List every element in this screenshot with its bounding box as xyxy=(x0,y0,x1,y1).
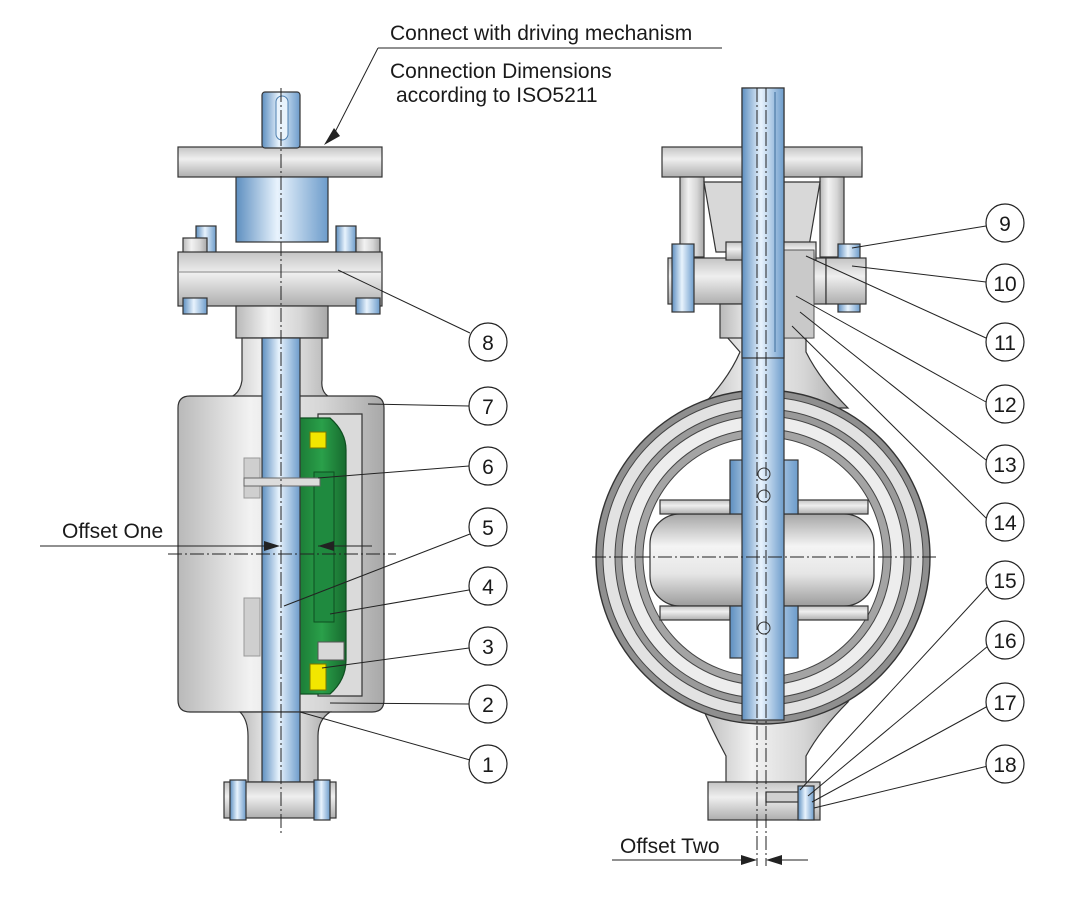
svg-text:1: 1 xyxy=(482,754,494,777)
callout-11: 11 xyxy=(985,322,1025,362)
svg-text:11: 11 xyxy=(994,332,1016,355)
offset-two-annotation: Offset Two xyxy=(612,835,808,865)
svg-text:2: 2 xyxy=(482,694,494,717)
seal-lower xyxy=(309,663,327,691)
svg-text:4: 4 xyxy=(482,576,494,599)
callout-18: 18 xyxy=(985,744,1025,784)
callout-4: 4 xyxy=(468,566,508,606)
callout-9: 9 xyxy=(985,203,1025,243)
seal-upper xyxy=(309,431,327,449)
svg-text:14: 14 xyxy=(993,512,1017,535)
svg-text:6: 6 xyxy=(482,456,494,479)
callout-15: 15 xyxy=(985,560,1025,600)
right-front-view xyxy=(592,87,936,866)
svg-text:5: 5 xyxy=(482,517,494,540)
connection-dims-line1: Connection Dimensions xyxy=(390,60,612,83)
svg-text:9: 9 xyxy=(999,213,1011,236)
top-mounting-flange xyxy=(177,146,383,178)
svg-text:10: 10 xyxy=(993,273,1016,296)
connect-label: Connect with driving mechanism xyxy=(390,22,692,45)
svg-text:13: 13 xyxy=(993,454,1016,477)
left-section-view xyxy=(168,88,396,836)
callout-3: 3 xyxy=(468,626,508,666)
callout-5: 5 xyxy=(468,507,508,547)
callout-13: 13 xyxy=(985,444,1025,484)
callout-1: 1 xyxy=(468,744,508,784)
svg-text:7: 7 xyxy=(482,396,494,419)
offset-two-label: Offset Two xyxy=(620,835,720,858)
callout-17: 17 xyxy=(985,682,1025,722)
callout-10: 10 xyxy=(985,263,1025,303)
svg-text:17: 17 xyxy=(993,692,1016,715)
svg-text:16: 16 xyxy=(993,630,1016,653)
callout-12: 12 xyxy=(985,384,1025,424)
callouts: 8 7 6 5 4 3 2 xyxy=(283,203,1025,809)
callout-2: 2 xyxy=(468,684,508,724)
svg-text:15: 15 xyxy=(993,570,1016,593)
callout-8: 8 xyxy=(468,322,508,362)
callout-16: 16 xyxy=(985,620,1025,660)
svg-text:3: 3 xyxy=(482,636,494,659)
offset-one-label: Offset One xyxy=(62,520,163,543)
connect-annotation: Connect with driving mechanism Connectio… xyxy=(324,22,722,145)
svg-text:12: 12 xyxy=(993,394,1016,417)
offset-one-annotation: Offset One xyxy=(40,520,372,551)
svg-text:8: 8 xyxy=(482,332,494,355)
svg-text:18: 18 xyxy=(993,754,1016,777)
callout-6: 6 xyxy=(468,446,508,486)
connection-dims-line2: according to ISO5211 xyxy=(396,84,598,107)
gland-flange xyxy=(177,251,383,307)
callout-7: 7 xyxy=(468,386,508,426)
callout-14: 14 xyxy=(985,502,1025,542)
